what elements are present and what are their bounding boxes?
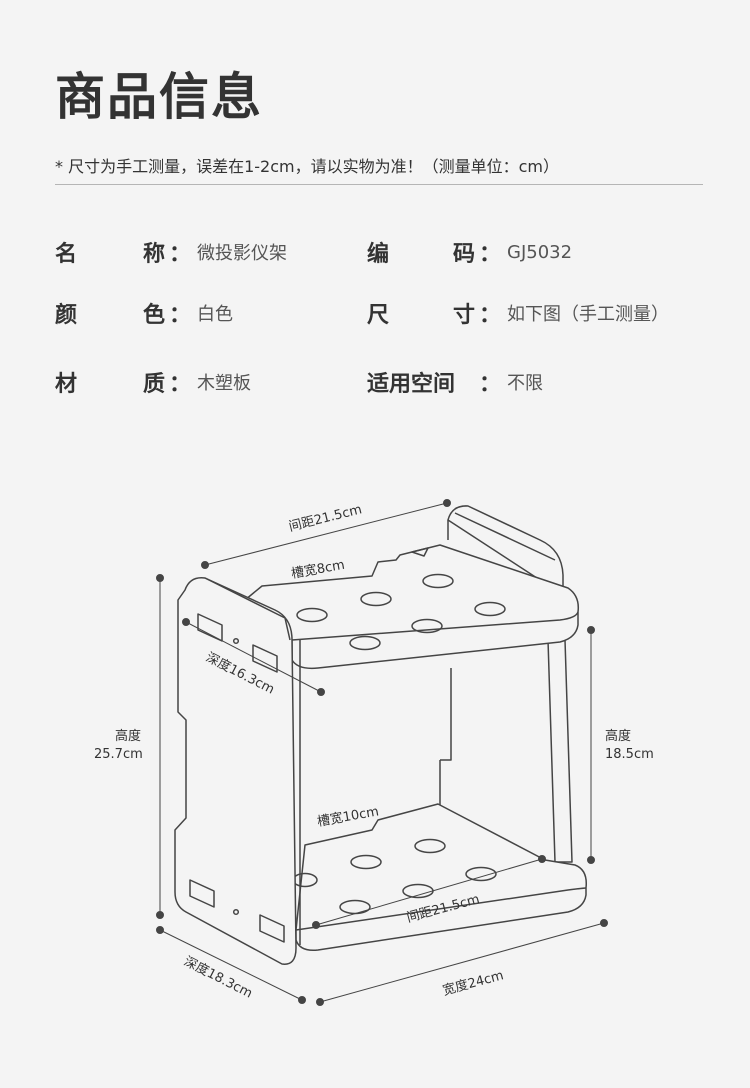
measurement-note: * 尺寸为手工测量，误差在1-2cm，请以实物为准！（测量单位：cm） — [55, 157, 559, 176]
spec-color: 颜色 ： 白色 — [55, 297, 233, 329]
spec-size: 尺寸 ： 如下图（手工测量） — [367, 297, 669, 329]
spec-material: 材质 ： 木塑板 — [55, 366, 251, 398]
spec-code: 编码 ： GJ5032 — [367, 241, 573, 268]
spec-code-value: GJ5032 — [507, 241, 573, 263]
spec-name: 名称 ： 微投影仪架 — [55, 236, 287, 268]
spec-material-value: 木塑板 — [197, 373, 252, 394]
label-height-right-1: 高度 — [605, 728, 631, 744]
divider — [55, 184, 703, 185]
spec-size-value: 如下图（手工测量） — [507, 304, 670, 325]
label-height-left-2: 25.7cm — [94, 747, 143, 762]
bottom-shelf — [295, 803, 588, 952]
label-depth-bottom: 深度18.3cm — [181, 953, 255, 1001]
label-bottom-slot: 槽宽10cm — [316, 803, 380, 830]
spec-name-value: 微投影仪架 — [197, 243, 288, 264]
left-panel — [174, 577, 297, 965]
spec-color-value: 白色 — [197, 304, 234, 325]
label-height-left-1: 高度 — [115, 728, 141, 744]
spec-space-value: 不限 — [507, 373, 544, 394]
page-title: 商品信息 — [55, 68, 263, 126]
label-top-slot: 槽宽8cm — [290, 557, 346, 582]
spec-space: 适用空间 ： 不限 — [367, 366, 543, 398]
label-top-spacing: 间距21.5cm — [287, 502, 363, 535]
right-panel — [447, 505, 564, 596]
label-width: 宽度24cm — [441, 967, 505, 999]
label-height-right-2: 18.5cm — [605, 747, 654, 762]
